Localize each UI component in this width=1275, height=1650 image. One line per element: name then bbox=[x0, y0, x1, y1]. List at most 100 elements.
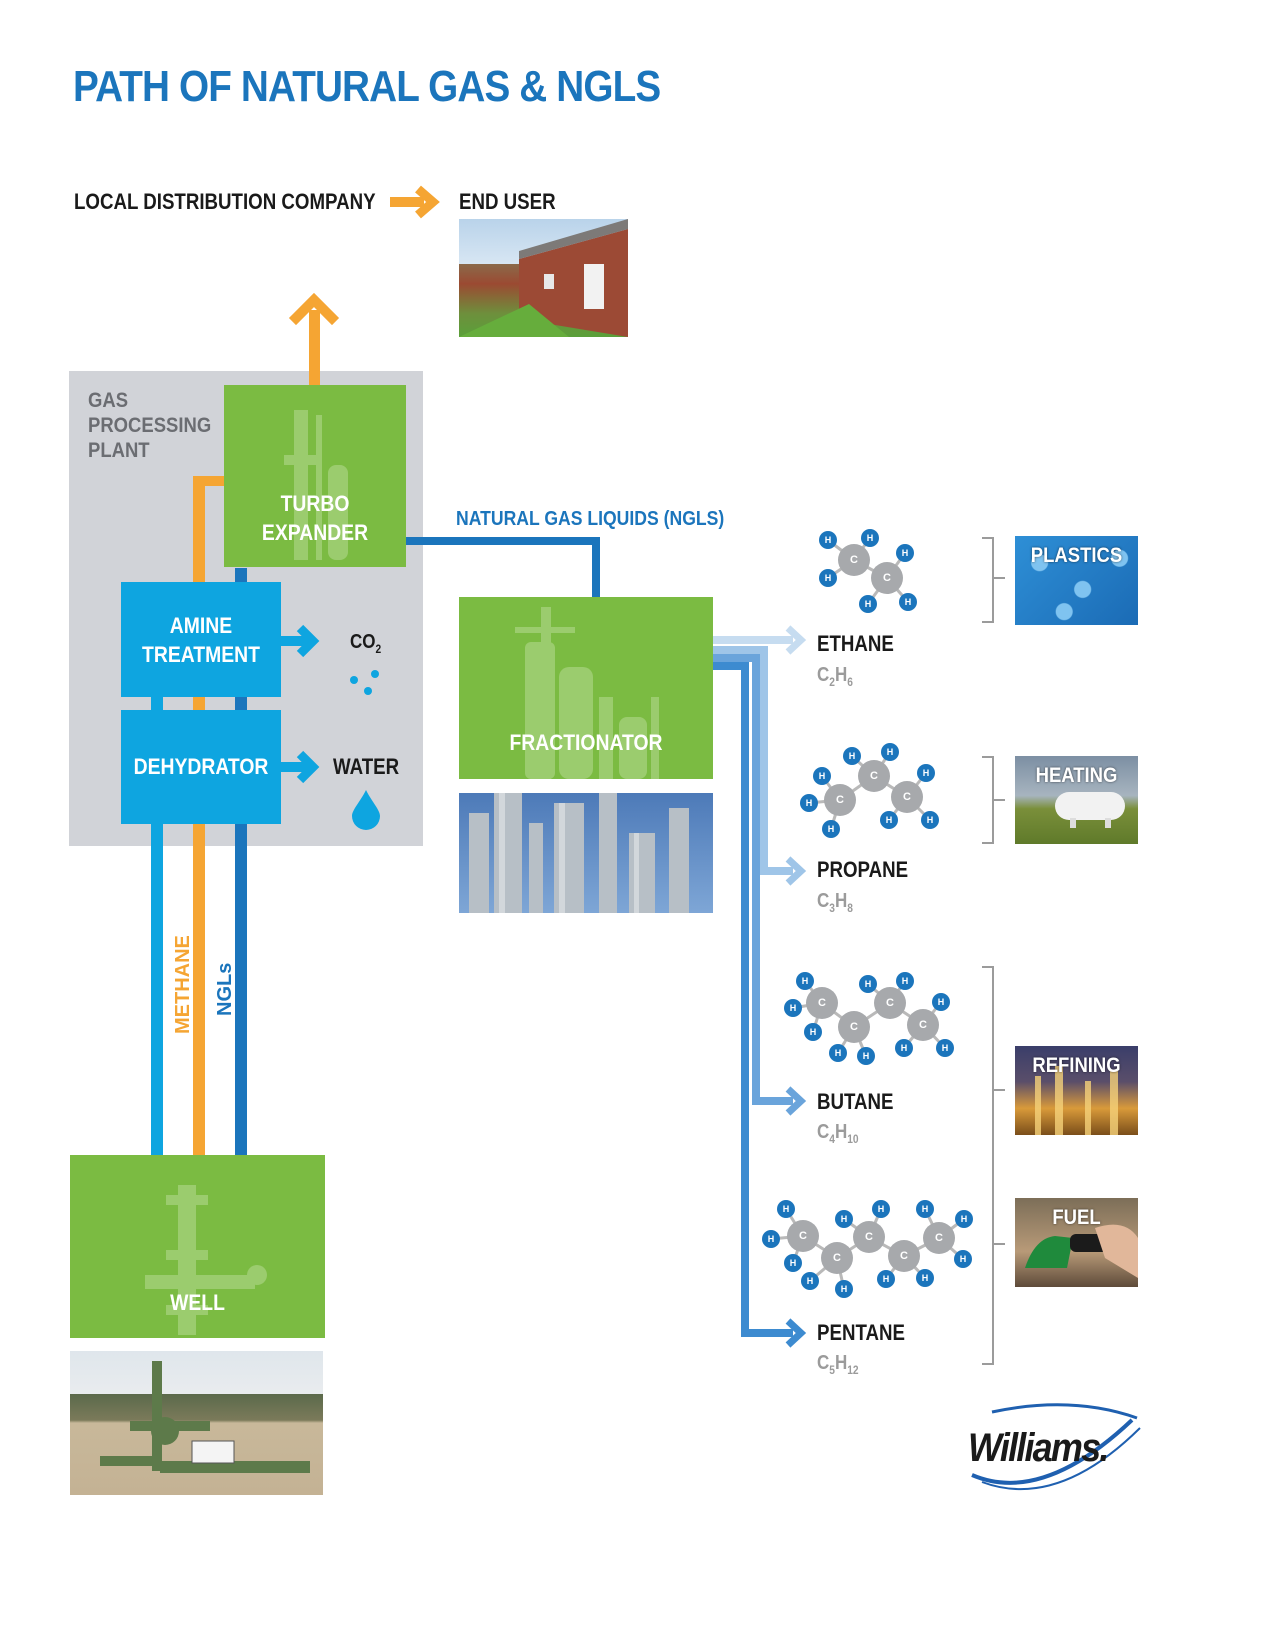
co2-subscript: 2 bbox=[375, 642, 382, 656]
formula-subscript: 2 bbox=[829, 675, 835, 689]
orange-riser bbox=[309, 310, 320, 386]
formula-part: C bbox=[817, 890, 830, 912]
heating-image: HEATING bbox=[1015, 756, 1138, 844]
dehydrator-box: DEHYDRATOR bbox=[121, 710, 281, 824]
williams-logo-text: Williams. bbox=[968, 1426, 1109, 1470]
hydrogen-atom: H bbox=[899, 593, 917, 611]
co2-bubble bbox=[371, 670, 379, 678]
butane-arrow-head bbox=[785, 1086, 807, 1116]
hydrogen-atom: H bbox=[784, 1254, 802, 1272]
well-box: WELL bbox=[70, 1155, 325, 1338]
hydrogen-atom: H bbox=[877, 1270, 895, 1288]
formula-part: H bbox=[834, 664, 848, 686]
co2-text: CO bbox=[350, 631, 376, 653]
plastics-label: PLASTICS bbox=[1030, 544, 1123, 567]
orange-arrow-shaft bbox=[390, 197, 424, 207]
amine-treatment-label: TREATMENT bbox=[142, 642, 260, 667]
hydrogen-atom: H bbox=[936, 1039, 954, 1057]
propane-arrow-head bbox=[785, 856, 807, 886]
hydrogen-atom: H bbox=[921, 811, 939, 829]
hydrogen-atom: H bbox=[813, 767, 831, 785]
butane-label: BUTANE bbox=[817, 1089, 894, 1114]
formula-part: C bbox=[817, 664, 830, 686]
co2-label: CO2 bbox=[350, 631, 381, 656]
hydrogen-atom: H bbox=[917, 764, 935, 782]
pentane-arrow-head bbox=[785, 1318, 807, 1348]
hydrogen-atom: H bbox=[762, 1230, 780, 1248]
dehydrator-label: DEHYDRATOR bbox=[133, 754, 269, 779]
heating-label: HEATING bbox=[1035, 764, 1118, 787]
hydrogen-atom: H bbox=[843, 747, 861, 765]
hydrogen-atom: H bbox=[916, 1269, 934, 1287]
carbon-atom: C bbox=[858, 760, 890, 792]
butane-line bbox=[713, 654, 793, 1105]
carbon-atom: C bbox=[838, 544, 870, 576]
plant-label-line: PROCESSING bbox=[88, 414, 212, 437]
carbon-atom: C bbox=[923, 1222, 955, 1254]
co2-arrow-shaft bbox=[281, 636, 307, 646]
gas-processing-plant-label: GAS PROCESSING PLANT bbox=[88, 388, 211, 463]
fuel-image: FUEL bbox=[1015, 1198, 1138, 1287]
bracket-butane-pentane bbox=[982, 966, 1005, 1365]
pentane-formula: C5H12 bbox=[817, 1352, 859, 1377]
end-user-label: END USER bbox=[459, 189, 556, 214]
end-user-houses-image bbox=[459, 219, 628, 337]
orange-arrow-up bbox=[288, 292, 340, 326]
hydrogen-atom: H bbox=[954, 1250, 972, 1268]
bracket-ethane bbox=[982, 537, 1005, 623]
turbo-expander-label: TURBO bbox=[280, 491, 350, 516]
blue-connector-1 bbox=[151, 697, 163, 710]
ngl-line bbox=[406, 537, 600, 597]
fuel-label: FUEL bbox=[1052, 1206, 1101, 1229]
well-label: WELL bbox=[170, 1290, 225, 1315]
refining-image: REFINING bbox=[1015, 1046, 1138, 1135]
propane-label: PROPANE bbox=[817, 857, 909, 882]
turbo-expander-label: EXPANDER bbox=[261, 520, 369, 545]
hydrogen-atom: H bbox=[896, 972, 914, 990]
amine-treatment-label: AMINE bbox=[169, 613, 233, 638]
formula-subscript: 4 bbox=[829, 1132, 835, 1146]
water-drop-icon bbox=[352, 790, 380, 830]
orange-arrow-right bbox=[415, 185, 440, 219]
fractionator-box: FRACTIONATOR bbox=[459, 597, 713, 779]
plastics-image: PLASTICS bbox=[1015, 536, 1138, 625]
fractionator-icon bbox=[515, 607, 659, 779]
hydrogen-atom: H bbox=[796, 972, 814, 990]
co2-bubble bbox=[364, 687, 372, 695]
formula-subscript: 12 bbox=[847, 1363, 859, 1377]
carbon-atom: C bbox=[806, 987, 838, 1019]
hydrogen-atom: H bbox=[835, 1210, 853, 1228]
hydrogen-atom: H bbox=[896, 544, 914, 562]
blue-connector-2 bbox=[235, 697, 247, 710]
formula-subscript: 8 bbox=[847, 901, 853, 915]
page-title: PATH OF NATURAL GAS & NGLS bbox=[73, 62, 661, 111]
pentane-line bbox=[713, 662, 793, 1337]
formula-subscript: 3 bbox=[829, 901, 835, 915]
turbo-expander-icon bbox=[284, 410, 348, 560]
methane-pipe-light-blue bbox=[151, 824, 163, 1156]
carbon-atom: C bbox=[824, 784, 856, 816]
ethane-label: ETHANE bbox=[817, 631, 894, 656]
hydrogen-atom: H bbox=[859, 975, 877, 993]
amine-treatment-box: AMINE TREATMENT bbox=[121, 582, 281, 697]
hydrogen-atom: H bbox=[819, 569, 837, 587]
carbon-atom: C bbox=[821, 1242, 853, 1274]
bracket-propane bbox=[982, 756, 1005, 844]
hydrogen-atom: H bbox=[819, 531, 837, 549]
natural-gas-liquids-label: NATURAL GAS LIQUIDS (NGLS) bbox=[456, 508, 725, 530]
hydrogen-atom: H bbox=[932, 993, 950, 1011]
wellhead-icon bbox=[145, 1185, 267, 1335]
hydrogen-atom: H bbox=[784, 999, 802, 1017]
turbo-expander-box: TURBO EXPANDER bbox=[224, 385, 406, 567]
formula-part: H bbox=[834, 1352, 848, 1374]
hydrogen-atom: H bbox=[895, 1039, 913, 1057]
hydrogen-atom: H bbox=[804, 1023, 822, 1041]
carbon-atom: C bbox=[891, 781, 923, 813]
hydrogen-atom: H bbox=[835, 1280, 853, 1298]
formula-subscript: 10 bbox=[847, 1132, 859, 1146]
propane-formula: C3H8 bbox=[817, 890, 853, 915]
carbon-atom: C bbox=[853, 1221, 885, 1253]
co2-arrow-head bbox=[296, 624, 320, 658]
carbon-atom: C bbox=[907, 1009, 939, 1041]
fractionator-label: FRACTIONATOR bbox=[509, 730, 663, 755]
